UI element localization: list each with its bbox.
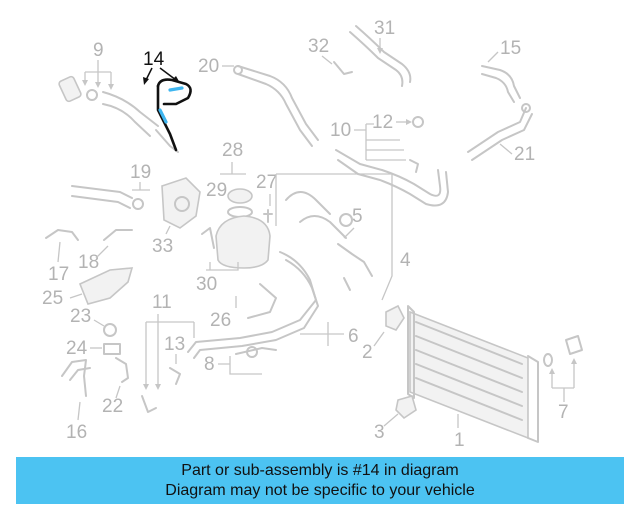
callout-20: 20 xyxy=(198,56,219,77)
part-19-pipe xyxy=(71,185,144,210)
part-25-bracket xyxy=(78,267,134,305)
banner-line-disclaimer: Diagram may not be specific to your vehi… xyxy=(165,481,475,499)
part-17-hose xyxy=(45,229,79,241)
part-15-hose xyxy=(481,65,521,103)
part-31-hose xyxy=(349,25,412,87)
part-3-mount xyxy=(395,395,417,420)
callout-10: 10 xyxy=(330,120,351,141)
callout-2: 2 xyxy=(362,342,373,363)
callout-17: 17 xyxy=(48,264,69,285)
callout-15: 15 xyxy=(500,38,521,59)
callout-9: 9 xyxy=(93,40,104,61)
part-16-hose xyxy=(61,359,91,397)
callout-1: 1 xyxy=(454,430,465,451)
callout-28: 28 xyxy=(222,140,243,161)
callout-24: 24 xyxy=(66,338,88,359)
callout-6: 6 xyxy=(348,326,359,347)
callout-23: 23 xyxy=(70,306,91,327)
callout-14: 14 xyxy=(143,49,165,70)
part-14-hose-highlighted xyxy=(156,78,192,152)
callout-21: 21 xyxy=(514,144,535,165)
callout-30: 30 xyxy=(196,274,217,295)
callout-5: 5 xyxy=(352,206,363,227)
callout-13: 13 xyxy=(164,334,185,355)
part-18-hose xyxy=(103,229,133,241)
callout-31: 31 xyxy=(374,18,395,39)
callout-12: 12 xyxy=(372,112,393,133)
callout-16: 16 xyxy=(66,422,87,443)
part-29-cap xyxy=(227,188,253,218)
part-8-connector xyxy=(235,346,277,358)
part-32-clamp xyxy=(333,61,353,75)
callout-22: 22 xyxy=(102,396,123,417)
info-banner: Part or sub-assembly is #14 in diagram D… xyxy=(16,457,624,504)
part-22-sensor xyxy=(115,357,129,383)
part-lower-hose xyxy=(187,251,319,359)
part-4-thermostat-group xyxy=(275,173,393,301)
callout-8: 8 xyxy=(204,354,215,375)
callout-18: 18 xyxy=(78,252,99,273)
part-2-mount xyxy=(385,304,405,331)
callout-26: 26 xyxy=(210,310,231,331)
part-10-hose xyxy=(335,149,449,207)
callout-25: 25 xyxy=(42,288,63,309)
callout-4: 4 xyxy=(400,250,411,271)
part-7-drain-plug xyxy=(543,335,583,367)
part-21-pipe xyxy=(467,103,533,161)
callout-19: 19 xyxy=(130,162,151,183)
parts-diagram: 9 14 20 31 32 15 21 xyxy=(42,18,583,451)
callout-7: 7 xyxy=(558,402,569,423)
callout-29: 29 xyxy=(206,180,227,201)
part-1-radiator xyxy=(407,305,539,443)
callout-11: 11 xyxy=(152,292,172,313)
part-11-hose xyxy=(141,367,181,413)
part-26-reservoir xyxy=(201,215,271,269)
part-33-housing xyxy=(161,177,201,229)
part-20-pipe xyxy=(233,65,319,147)
banner-line-part-info: Part or sub-assembly is #14 in diagram xyxy=(181,461,459,479)
part-9-hose-assembly xyxy=(58,75,179,153)
callout-33: 33 xyxy=(152,236,173,257)
callout-3: 3 xyxy=(374,422,385,443)
callout-27: 27 xyxy=(256,172,277,193)
callout-32: 32 xyxy=(308,36,329,57)
